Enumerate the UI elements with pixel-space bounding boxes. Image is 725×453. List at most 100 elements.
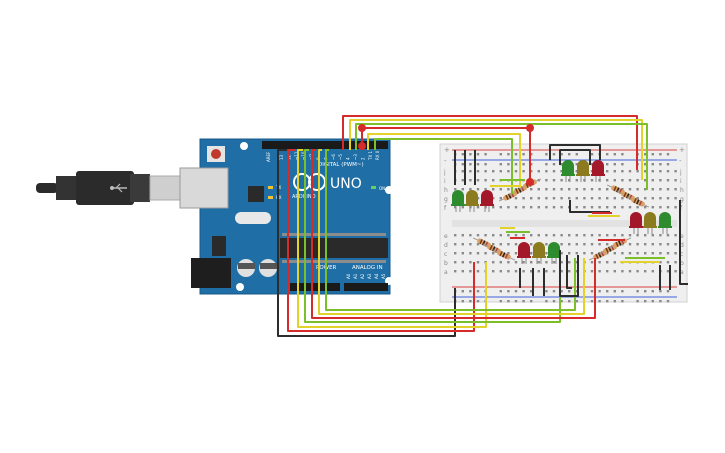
row-letter: c xyxy=(680,251,683,258)
pin-label: ~10 xyxy=(301,151,306,160)
power-header[interactable] xyxy=(290,283,340,291)
row-letter: d xyxy=(444,242,448,249)
wire-black xyxy=(679,200,688,285)
wire-red xyxy=(342,115,638,170)
wire-green xyxy=(374,138,513,194)
led-group xyxy=(451,160,672,264)
minus-sign: - xyxy=(444,157,447,165)
row-letter: e xyxy=(444,233,448,240)
row-letter: f xyxy=(444,205,447,212)
resistor[interactable] xyxy=(598,242,622,257)
pin-label: ~3 xyxy=(353,154,358,160)
resistor[interactable] xyxy=(626,195,650,210)
plus-sign: + xyxy=(444,146,450,154)
pin-label: ~6 xyxy=(331,154,336,160)
analog-pin-label: A0 xyxy=(346,273,351,279)
wire-green xyxy=(325,149,576,311)
on-led xyxy=(371,186,376,189)
pin-label: 4 xyxy=(346,157,351,160)
row-letter: b xyxy=(680,260,684,267)
on-label: ON xyxy=(379,186,385,191)
pin-label: ~5 xyxy=(338,154,343,160)
analog-pin-label: A4 xyxy=(374,273,379,279)
row-letter: a xyxy=(444,269,448,276)
wire-red xyxy=(311,149,596,319)
pin-label: TX 1 xyxy=(368,151,373,161)
led[interactable] xyxy=(658,212,672,234)
row-letter: i xyxy=(444,178,446,185)
regulator xyxy=(212,236,226,256)
usb-chip xyxy=(248,186,264,202)
wire-green xyxy=(304,149,561,323)
wire-black xyxy=(549,144,601,160)
usb-port xyxy=(179,167,229,209)
wire-junction xyxy=(526,124,534,132)
wire-black xyxy=(559,149,591,165)
led[interactable] xyxy=(532,242,546,264)
logo-text: UNO xyxy=(330,176,362,192)
row-letter: i xyxy=(680,178,682,185)
led[interactable] xyxy=(480,190,494,212)
wire-green xyxy=(355,123,648,190)
row-letter: j xyxy=(443,169,446,176)
led[interactable] xyxy=(643,212,657,234)
led[interactable] xyxy=(517,242,531,264)
led[interactable] xyxy=(547,242,561,264)
brand-text: ARDUINO xyxy=(292,194,316,200)
wire-yellow xyxy=(349,119,643,180)
wire-black xyxy=(559,250,579,297)
led[interactable] xyxy=(451,190,465,212)
analog-pin-label: A2 xyxy=(360,273,365,279)
led[interactable] xyxy=(561,160,575,182)
row-letter: d xyxy=(680,242,684,249)
power-jack xyxy=(191,258,231,288)
usb-icon xyxy=(110,183,127,193)
crystal xyxy=(235,212,271,224)
center-channel xyxy=(452,220,677,227)
atmega-chip xyxy=(280,238,388,258)
analog-pin-label: A5 xyxy=(381,273,386,279)
analog-pin-label: A3 xyxy=(367,273,372,279)
row-letter: c xyxy=(444,251,447,258)
plus-sign: + xyxy=(679,146,685,154)
led[interactable] xyxy=(591,160,605,182)
led[interactable] xyxy=(465,190,479,212)
row-letter: h xyxy=(444,187,448,194)
analog-label: ANALOG IN xyxy=(352,265,383,271)
row-letter: h xyxy=(680,187,684,194)
wire-red xyxy=(361,127,531,180)
pin-label: ~11 xyxy=(294,151,299,160)
aref-label: AREF xyxy=(266,151,271,162)
digital-label: DIGITAL (PWM~) xyxy=(318,162,364,168)
minus-sign: - xyxy=(679,157,682,165)
wire-junction xyxy=(358,124,366,132)
digital-header[interactable] xyxy=(262,141,388,149)
row-letter: g xyxy=(444,196,448,203)
analog-pin-label: A1 xyxy=(353,273,358,279)
analog-header[interactable] xyxy=(344,283,388,291)
wire-yellow xyxy=(318,149,585,315)
wire-black xyxy=(277,149,456,337)
pin-label: 2 xyxy=(360,157,365,160)
arduino-logo: UNO ARDUINO xyxy=(292,173,362,200)
pin-label: RX 0 xyxy=(375,150,380,160)
wire-junction xyxy=(358,142,366,150)
wire-red xyxy=(287,149,475,332)
row-letter: g xyxy=(680,196,684,203)
led[interactable] xyxy=(576,160,590,182)
usb-cable[interactable] xyxy=(36,171,183,205)
row-letter: f xyxy=(680,205,683,212)
row-letter: e xyxy=(680,233,684,240)
wire-black xyxy=(566,255,572,289)
wire-junction xyxy=(526,178,534,186)
wire-yellow xyxy=(297,149,487,328)
pin-label: 13 xyxy=(279,154,284,160)
resistor[interactable] xyxy=(492,248,516,263)
led[interactable] xyxy=(629,212,643,234)
row-letter: b xyxy=(444,260,448,267)
wire-yellow xyxy=(367,133,521,188)
